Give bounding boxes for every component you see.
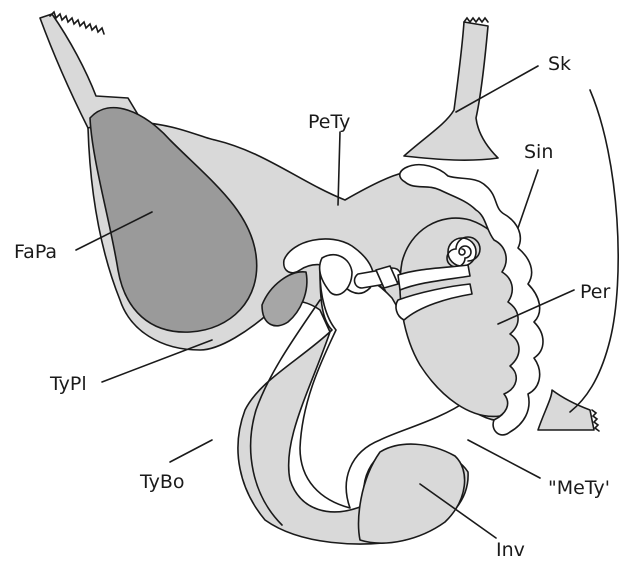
label-fapa: FaPa: [14, 241, 57, 263]
label-pety: PeTy: [308, 111, 350, 133]
leader-sin: [518, 170, 538, 228]
label-typl: TyPl: [49, 373, 87, 395]
label-inv: Inv: [496, 539, 525, 558]
label-mety: "MeTy': [548, 477, 610, 499]
leader-pety: [338, 132, 340, 205]
label-sin: Sin: [524, 141, 553, 163]
leader-tybo: [170, 440, 212, 462]
squamosal-cut-top: [464, 18, 488, 22]
outer-arc: [570, 90, 618, 412]
label-per: Per: [580, 281, 610, 303]
label-tybo: TyBo: [139, 471, 185, 493]
involucrum: [359, 444, 465, 543]
squamosal-stalk: [404, 22, 498, 160]
leader-mety: [468, 440, 540, 478]
label-sk: Sk: [548, 53, 571, 75]
leader-typl: [102, 340, 212, 382]
